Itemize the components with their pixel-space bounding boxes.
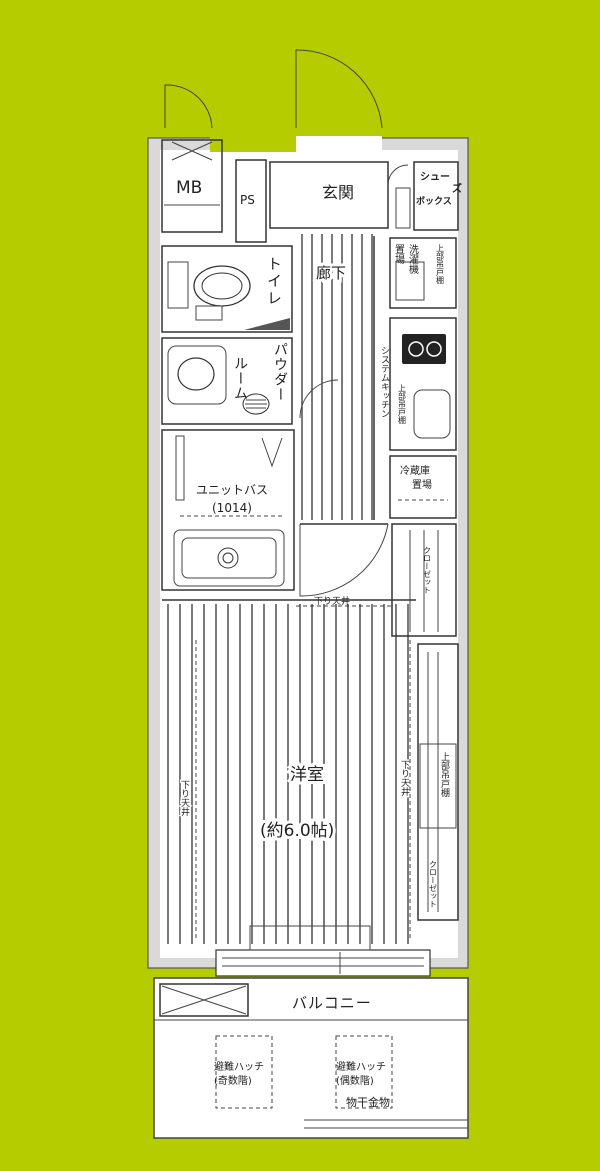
drying-hardware-label: 物干金物 [346,1095,390,1109]
balcony: バルコニー 避難ハッチ (奇数階) 避難ハッチ (偶数階) 物干金物 [153,977,469,1139]
system-kitchen-label: システムキッチン [379,346,390,418]
dropped-ceiling-label-1: 下り天井 [314,595,350,607]
toilet-label: トイレ [265,256,283,307]
evac-hatch-odd-sub: (奇数階) [214,1074,252,1087]
powder-room-label-1: パウダー [272,342,288,402]
balcony-label: バルコニー [292,994,372,1012]
closet-upper-label: クローゼット [423,546,432,594]
upper-storage-label-1: 上部吊戸棚 [436,244,445,285]
balcony-sliding-door [215,925,431,977]
fridge-place: 冷蔵庫 置場 [389,455,457,519]
mb-label: MB [176,178,202,198]
closet-side: 上部吊戸棚 クローゼット [417,643,459,921]
fridge-label-1: 冷蔵庫 [400,464,430,477]
western-room-label: 洋室 [290,765,324,785]
ps-area: PS [235,159,267,243]
entrance-label: 玄関 [322,183,354,202]
entrance-area: 玄関 [269,161,411,229]
closet-side-label: クローゼット [429,860,438,908]
shoe-box: シュー ズ ボックス [413,161,462,231]
evac-hatch-even-sub: (偶数階) [336,1074,374,1087]
western-room-size: (約6.0帖) [260,821,334,841]
dropped-ceiling-label-3: 下り天井 [399,760,410,797]
western-room-flooring [167,604,409,944]
hallway-flooring [301,234,373,520]
mb-area: MB [161,139,223,233]
entrance-door-swings [164,49,383,129]
unit-bath: ユニットバス (1014) [161,429,295,591]
upper-storage-label-3: 上部吊戸棚 [439,752,450,798]
upper-storage-label-2: 上部吊戸棚 [398,384,407,425]
stove-sink: 上部吊戸棚 [389,317,457,451]
washer-label-1: 洗濯機 [407,244,419,275]
shoe-box-label-3: ボックス [416,195,452,207]
kitchen: システムキッチン [299,236,391,520]
shoe-box-label-2: ズ [452,182,462,195]
closet-upper: クローゼット [391,523,457,637]
western-room-labels: 洋室 (約6.0帖) 下り天井 下り天井 [178,640,411,940]
ac-unit-icon [159,983,249,1017]
dropped-ceiling-label-2: 下り天井 [179,780,190,817]
vent-icon [242,393,270,415]
hallway-label: 廊下 [316,264,346,282]
powder-room: パウダー ルーム [161,337,293,425]
unit-bath-size: (1014) [212,501,252,515]
evac-hatch-odd-label: 避難ハッチ [214,1060,264,1073]
ps-label: PS [240,193,255,207]
toilet-room: トイレ [161,245,293,333]
shoe-box-label-1: シュー [420,171,450,183]
powder-room-label-2: ルーム [232,356,248,401]
fridge-label-2: 置場 [412,478,432,491]
washer-label-2: 置場 [393,244,405,265]
washer-place: 洗濯機 置場 上部吊戸棚 [389,237,457,309]
unit-bath-label: ユニットバス [196,483,268,497]
evac-hatch-even: 避難ハッチ (偶数階) [335,1035,393,1109]
evac-hatch-even-label: 避難ハッチ [336,1060,386,1073]
evac-hatch-odd: 避難ハッチ (奇数階) [214,1035,273,1109]
